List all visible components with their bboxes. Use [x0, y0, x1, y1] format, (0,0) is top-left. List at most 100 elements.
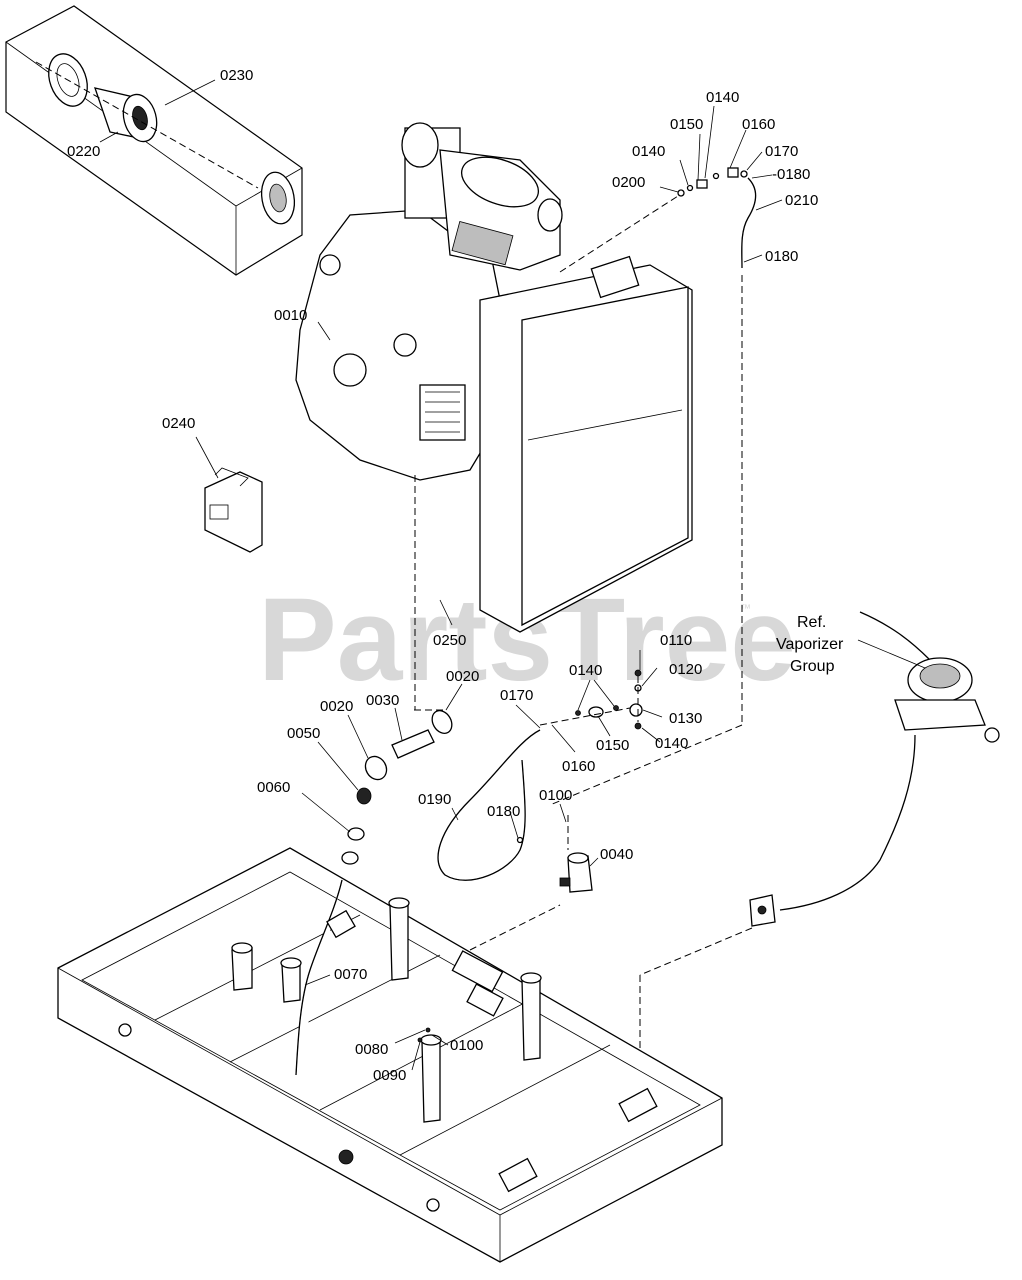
callout-0240: 0240 — [162, 415, 195, 432]
fitting-0110 — [634, 669, 642, 677]
callout-0140-top2: 0140 — [632, 143, 665, 160]
callout-0050: 0050 — [287, 725, 320, 742]
callout-0120: 0120 — [669, 661, 702, 678]
fitting-0200 — [677, 189, 685, 197]
fastener-0080 — [425, 1027, 431, 1033]
callout-0020-b: 0020 — [320, 698, 353, 715]
callout-0220: 0220 — [67, 143, 100, 160]
air-filter-assembly — [5, 5, 303, 276]
fitting-0020-a — [431, 710, 453, 734]
fitting-0150 — [696, 179, 708, 189]
reference-leader — [857, 639, 926, 669]
assembly-axis — [35, 61, 259, 189]
callout-0140-mid2: 0140 — [655, 735, 688, 752]
fitting-0140 — [686, 184, 694, 192]
controller-module — [204, 467, 263, 553]
callout-0100-b: 0100 — [450, 1037, 483, 1054]
engine-mount — [421, 1039, 441, 1123]
callout-0010: 0010 — [274, 307, 307, 324]
engine-mount — [281, 962, 301, 1003]
callout-0020-a: 0020 — [446, 668, 479, 685]
callout-0230: 0230 — [220, 67, 253, 84]
fuel-solenoid — [559, 815, 593, 893]
frame-bracket — [498, 1157, 538, 1193]
center-fittings — [341, 709, 453, 865]
callout-0150-mid: 0150 — [596, 737, 629, 754]
leader-dash — [469, 904, 561, 951]
base-frame — [57, 847, 723, 1263]
callout-0200: 0200 — [612, 174, 645, 191]
leader-dash — [539, 707, 631, 726]
frame-bracket — [618, 1087, 658, 1123]
callout-0090: 0090 — [373, 1067, 406, 1084]
callout-0040: 0040 — [600, 846, 633, 863]
fitting-0150-mid — [588, 706, 604, 718]
vaporizer-bracket — [894, 699, 986, 731]
engine-mount — [231, 947, 253, 991]
callout-0210: 0210 — [785, 192, 818, 209]
vaporizer-outlet — [984, 727, 1000, 743]
reference-line-2: Vaporizer — [776, 636, 844, 653]
reference-line-3: Group — [790, 658, 835, 675]
engine-mount — [521, 977, 541, 1061]
frame-hole — [118, 1023, 132, 1037]
leader-lines — [99, 79, 783, 1071]
fitting-0180-low — [516, 836, 524, 844]
engine-grille — [419, 384, 466, 441]
callout-0140-top: 0140 — [706, 89, 739, 106]
hose-0210 — [741, 177, 757, 269]
callout-0080: 0080 — [355, 1041, 388, 1058]
intake-elbow — [401, 122, 439, 168]
fitting-0140-a — [575, 710, 581, 716]
filter-element-core — [132, 105, 148, 131]
callout-0160-top: 0160 — [742, 116, 775, 133]
filter-seal-inner — [56, 63, 80, 97]
fitting-0020-b — [364, 755, 388, 781]
callout-0110: 0110 — [660, 632, 692, 649]
callout-0170-mid: 0170 — [500, 687, 533, 704]
valve-block — [326, 909, 356, 939]
leader-dash — [549, 724, 743, 806]
middle-fuel-line — [437, 669, 643, 881]
vaporizer-fitting-hole — [757, 905, 767, 915]
callout-0180-low: 0180 — [487, 803, 520, 820]
mount-top — [231, 942, 253, 954]
pulley — [319, 254, 341, 276]
callout-0150-top: 0150 — [670, 116, 703, 133]
fitting-0140-mid — [634, 722, 642, 730]
reference-line-1: Ref. — [797, 614, 826, 631]
callout-0250: 0250 — [433, 632, 466, 649]
mount-top — [280, 957, 302, 969]
fitting-0130 — [629, 703, 643, 717]
fitting-0140b — [712, 172, 720, 180]
callout-0100-a: 0100 — [539, 787, 572, 804]
frame-hole — [338, 1149, 354, 1165]
oil-filter — [333, 353, 367, 387]
callout-labels: 0230 0220 0010 0240 0140 0150 0160 0140 … — [67, 67, 818, 1084]
muffler — [461, 156, 539, 208]
vaporizer-reference-label: Ref. Vaporizer Group — [776, 614, 844, 675]
callout-0130: 0130 — [669, 710, 702, 727]
watermark-trademark: ™ — [740, 603, 751, 615]
solenoid-top — [567, 852, 589, 864]
mount-top — [420, 1034, 442, 1046]
nut-0060-b — [341, 851, 359, 865]
callout-0190: 0190 — [418, 791, 451, 808]
callout-0140-mid: 0140 — [569, 662, 602, 679]
muffler-outlet — [537, 198, 563, 232]
air-filter-box — [5, 5, 303, 276]
controller-body — [204, 471, 263, 553]
top-fuel-line — [549, 167, 757, 806]
callout-0070: 0070 — [334, 966, 367, 983]
nut-0060-a — [347, 827, 365, 841]
vaporizer-hose — [859, 611, 931, 661]
callout-0160-mid: 0160 — [562, 758, 595, 775]
controller-bracket — [214, 467, 249, 487]
fitting-0050 — [356, 787, 372, 805]
hose-0070-inner — [295, 879, 343, 1076]
alternator — [393, 333, 417, 357]
vaporizer-line — [779, 734, 916, 911]
engine-mount — [389, 902, 409, 981]
frame-inner — [81, 871, 701, 1211]
callout-0180-mid: 0180 — [765, 248, 798, 265]
